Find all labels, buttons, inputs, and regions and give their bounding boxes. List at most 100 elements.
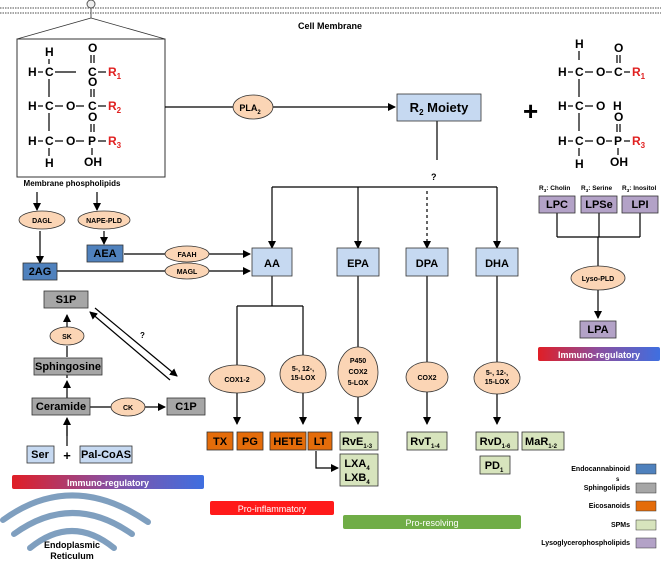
box-lpse: LPSe xyxy=(580,195,618,214)
box-ser: Ser xyxy=(26,445,55,464)
svg-text:H: H xyxy=(28,134,37,148)
svg-text:LXA4: LXA4 xyxy=(344,458,370,472)
svg-text:5-, 12-,: 5-, 12-, xyxy=(486,370,508,377)
svg-text:COX2: COX2 xyxy=(348,369,367,376)
svg-text:H: H xyxy=(45,156,54,170)
box-rvd: RvD1-6 xyxy=(475,431,519,451)
svg-text:H: H xyxy=(28,65,37,79)
enzyme-p450: P450 COX2 5-LOX xyxy=(337,346,379,398)
svg-text:Lyso-PLD: Lyso-PLD xyxy=(582,276,614,283)
svg-text:COX1-2: COX1-2 xyxy=(224,377,249,384)
svg-text:Pal-CoAS: Pal-CoAS xyxy=(81,449,131,461)
svg-text:5-, 12-,: 5-, 12-, xyxy=(292,366,314,373)
legend-item-sphingolipids: Sphingolipids xyxy=(584,482,657,494)
svg-text:SK: SK xyxy=(62,334,72,341)
svg-text:PG: PG xyxy=(242,436,258,448)
svg-text:P: P xyxy=(614,134,622,148)
svg-text:H: H xyxy=(575,37,584,51)
box-mar: MaR1-2 xyxy=(521,431,565,451)
svg-text:AEA: AEA xyxy=(93,248,116,260)
svg-text:COX2: COX2 xyxy=(417,375,436,382)
svg-text:H: H xyxy=(575,157,584,171)
svg-text:O: O xyxy=(596,99,605,113)
immuno-bar-right: Immuno-regulatory xyxy=(538,347,660,361)
svg-text:S1P: S1P xyxy=(56,294,77,306)
svg-text:MaR1-2: MaR1-2 xyxy=(525,436,558,450)
legend-item-endocannabinoid: Endocannabinoid xyxy=(571,463,657,475)
svg-text:HETE: HETE xyxy=(273,436,302,448)
svg-text:C: C xyxy=(575,99,584,113)
enzyme-lyso-pld: Lyso-PLD xyxy=(570,265,626,291)
phospholipid-caption: Membrane phospholipids xyxy=(24,179,121,188)
svg-text:P450: P450 xyxy=(350,358,366,365)
svg-text:FAAH: FAAH xyxy=(177,252,196,259)
er-label-line1: Endoplasmic xyxy=(44,540,100,550)
svg-text:R3: R3 xyxy=(108,134,122,150)
svg-text:EPA: EPA xyxy=(347,258,369,270)
svg-text:C: C xyxy=(45,134,54,148)
box-aea: AEA xyxy=(86,244,124,263)
svg-text:DAGL: DAGL xyxy=(32,218,53,225)
svg-text:C: C xyxy=(575,134,584,148)
ser-plus: + xyxy=(63,448,71,463)
svg-text:CK: CK xyxy=(123,405,133,412)
enzyme-dagl: DAGL xyxy=(18,210,66,230)
svg-text:H: H xyxy=(558,99,567,113)
svg-text:DPA: DPA xyxy=(416,258,438,270)
svg-text:C1P: C1P xyxy=(175,401,196,413)
svg-text:SPMs: SPMs xyxy=(611,522,630,529)
s1p-question-mark: ? xyxy=(140,331,145,340)
box-lpa: LPA xyxy=(579,320,617,339)
box-dha: DHA xyxy=(475,247,519,277)
box-pg: PG xyxy=(236,431,264,451)
svg-text:C: C xyxy=(88,65,97,79)
svg-text:RvT1-4: RvT1-4 xyxy=(410,436,440,450)
dpa-question-mark: ? xyxy=(431,172,437,182)
box-sphingosine: Sphingosine xyxy=(33,357,103,376)
proinflammatory-bar: Pro-inflammatory xyxy=(210,501,334,515)
svg-text:O: O xyxy=(66,99,75,113)
svg-text:Immuno-regulatory: Immuno-regulatory xyxy=(67,478,149,488)
svg-text:H: H xyxy=(558,134,567,148)
svg-text:H: H xyxy=(558,65,567,79)
svg-text:LT: LT xyxy=(314,436,327,448)
svg-text:MAGL: MAGL xyxy=(177,269,198,276)
svg-text:O: O xyxy=(88,110,97,124)
enzyme-cox1-2: COX1-2 xyxy=(208,364,266,394)
svg-text:C: C xyxy=(45,65,54,79)
enzyme-lox-2: 5-, 12-, 15-LOX xyxy=(473,361,521,395)
svg-text:PD1: PD1 xyxy=(485,460,504,474)
svg-text:H: H xyxy=(45,45,54,59)
box-aa: AA xyxy=(251,247,293,277)
enzyme-faah: FAAH xyxy=(164,245,210,263)
svg-text:PLA2: PLA2 xyxy=(239,103,261,116)
immuno-bar-left: Immuno-regulatory xyxy=(12,475,204,489)
svg-text:R1: R1 xyxy=(632,65,646,81)
svg-text:DHA: DHA xyxy=(485,258,509,270)
svg-text:C: C xyxy=(45,99,54,113)
svg-text:O: O xyxy=(88,75,97,89)
legend-item-eicosanoids: Eicosanoids xyxy=(589,500,657,512)
box-pal-coas: Pal-CoAS xyxy=(79,445,133,464)
svg-text:LPI: LPI xyxy=(631,199,648,211)
svg-text:RvD1-6: RvD1-6 xyxy=(480,436,511,450)
box-lt: LT xyxy=(307,431,333,451)
membrane-title: Cell Membrane xyxy=(298,21,362,31)
enzyme-nape-pld: NAPE-PLD xyxy=(77,210,131,230)
enzyme-lox-1: 5-, 12-, 15-LOX xyxy=(279,354,327,394)
legend: Endocannabinoid s Sphingolipids Eicosano… xyxy=(541,463,657,549)
svg-text:O: O xyxy=(66,134,75,148)
box-epa: EPA xyxy=(336,247,380,277)
svg-text:O: O xyxy=(614,110,623,124)
plus-sign: + xyxy=(523,96,538,126)
box-lxa-lxb: LXA4 LXB4 xyxy=(339,453,379,487)
box-tx: TX xyxy=(206,431,234,451)
svg-text:O: O xyxy=(88,41,97,55)
svg-text:LXB4: LXB4 xyxy=(344,472,370,486)
endoplasmic-reticulum xyxy=(0,492,151,551)
box-2ag: 2AG xyxy=(22,262,58,281)
svg-text:OH: OH xyxy=(610,155,628,169)
svg-text:TX: TX xyxy=(213,436,228,448)
r3-serine-label: R3: Serine xyxy=(581,185,612,193)
svg-text:Immuno-regulatory: Immuno-regulatory xyxy=(558,350,640,360)
